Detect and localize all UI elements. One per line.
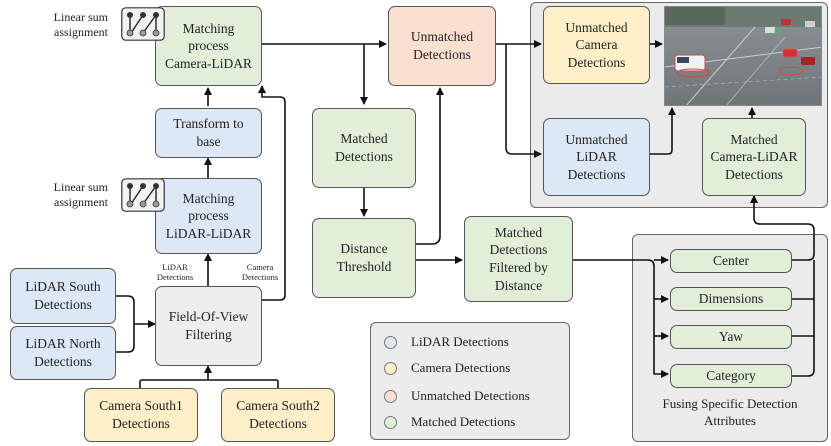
- camera-detections-edge-label: Camera Detections: [241, 262, 279, 283]
- legend-item-lidar: LiDAR Detections: [384, 334, 509, 350]
- matched-filtered-by-distance-box: Matched Detections Filtered by Distance: [464, 216, 573, 302]
- unmatched-lidar-box: Unmatched LiDAR Detections: [543, 118, 650, 196]
- transform-to-base-box: Transform to base: [155, 108, 262, 158]
- matching-lidar-lidar-box: Matching process LiDAR-LiDAR: [155, 178, 262, 254]
- legend-item-unmatched: Unmatched Detections: [384, 388, 530, 404]
- fusing-caption: Fusing Specific Detection Attributes: [662, 396, 798, 428]
- legend-swatch-unmatched: [384, 389, 397, 403]
- attribute-yaw-box: Yaw: [670, 325, 792, 349]
- legend-label-camera: Camera Detections: [411, 360, 511, 375]
- legend-label-lidar: LiDAR Detections: [411, 334, 509, 349]
- lidar-detections-edge-label: LiDAR Detections: [156, 262, 194, 283]
- legend-swatch-matched: [384, 415, 397, 429]
- legend-label-unmatched: Unmatched Detections: [411, 388, 530, 403]
- legend-label-matched: Matched Detections: [411, 414, 516, 429]
- matched-detections-box: Matched Detections: [312, 108, 416, 188]
- matching-camera-lidar-box: Matching process Camera-LiDAR: [155, 6, 262, 86]
- attribute-dimensions-box: Dimensions: [670, 287, 792, 311]
- matched-camera-lidar-detections-box: Matched Camera-LiDAR Detections: [702, 118, 806, 196]
- lidar-south-box: LiDAR South Detections: [10, 268, 116, 324]
- camera-scene-image: [664, 6, 822, 106]
- camera-south1-box: Camera South1 Detections: [84, 388, 198, 442]
- legend-item-matched: Matched Detections: [384, 414, 515, 430]
- linear-sum-assignment-label-bottom: Linear sum assignment: [53, 180, 108, 209]
- linear-sum-assignment-icon: [121, 178, 165, 217]
- legend-swatch-camera: [384, 361, 397, 375]
- legend-panel: [370, 322, 570, 440]
- legend-item-camera: Camera Detections: [384, 360, 510, 376]
- distance-threshold-box: Distance Threshold: [312, 218, 416, 298]
- fov-filtering-box: Field-Of-View Filtering: [155, 286, 262, 366]
- legend-swatch-lidar: [384, 335, 397, 349]
- linear-sum-assignment-label-top: Linear sum assignment: [53, 10, 108, 39]
- attribute-category-box: Category: [670, 364, 792, 388]
- lidar-north-box: LiDAR North Detections: [10, 326, 116, 380]
- unmatched-detections-box: Unmatched Detections: [388, 6, 496, 86]
- linear-sum-assignment-icon: [121, 7, 165, 46]
- camera-south2-box: Camera South2 Detections: [221, 388, 335, 442]
- unmatched-camera-box: Unmatched Camera Detections: [543, 6, 650, 84]
- attribute-center-box: Center: [670, 249, 792, 273]
